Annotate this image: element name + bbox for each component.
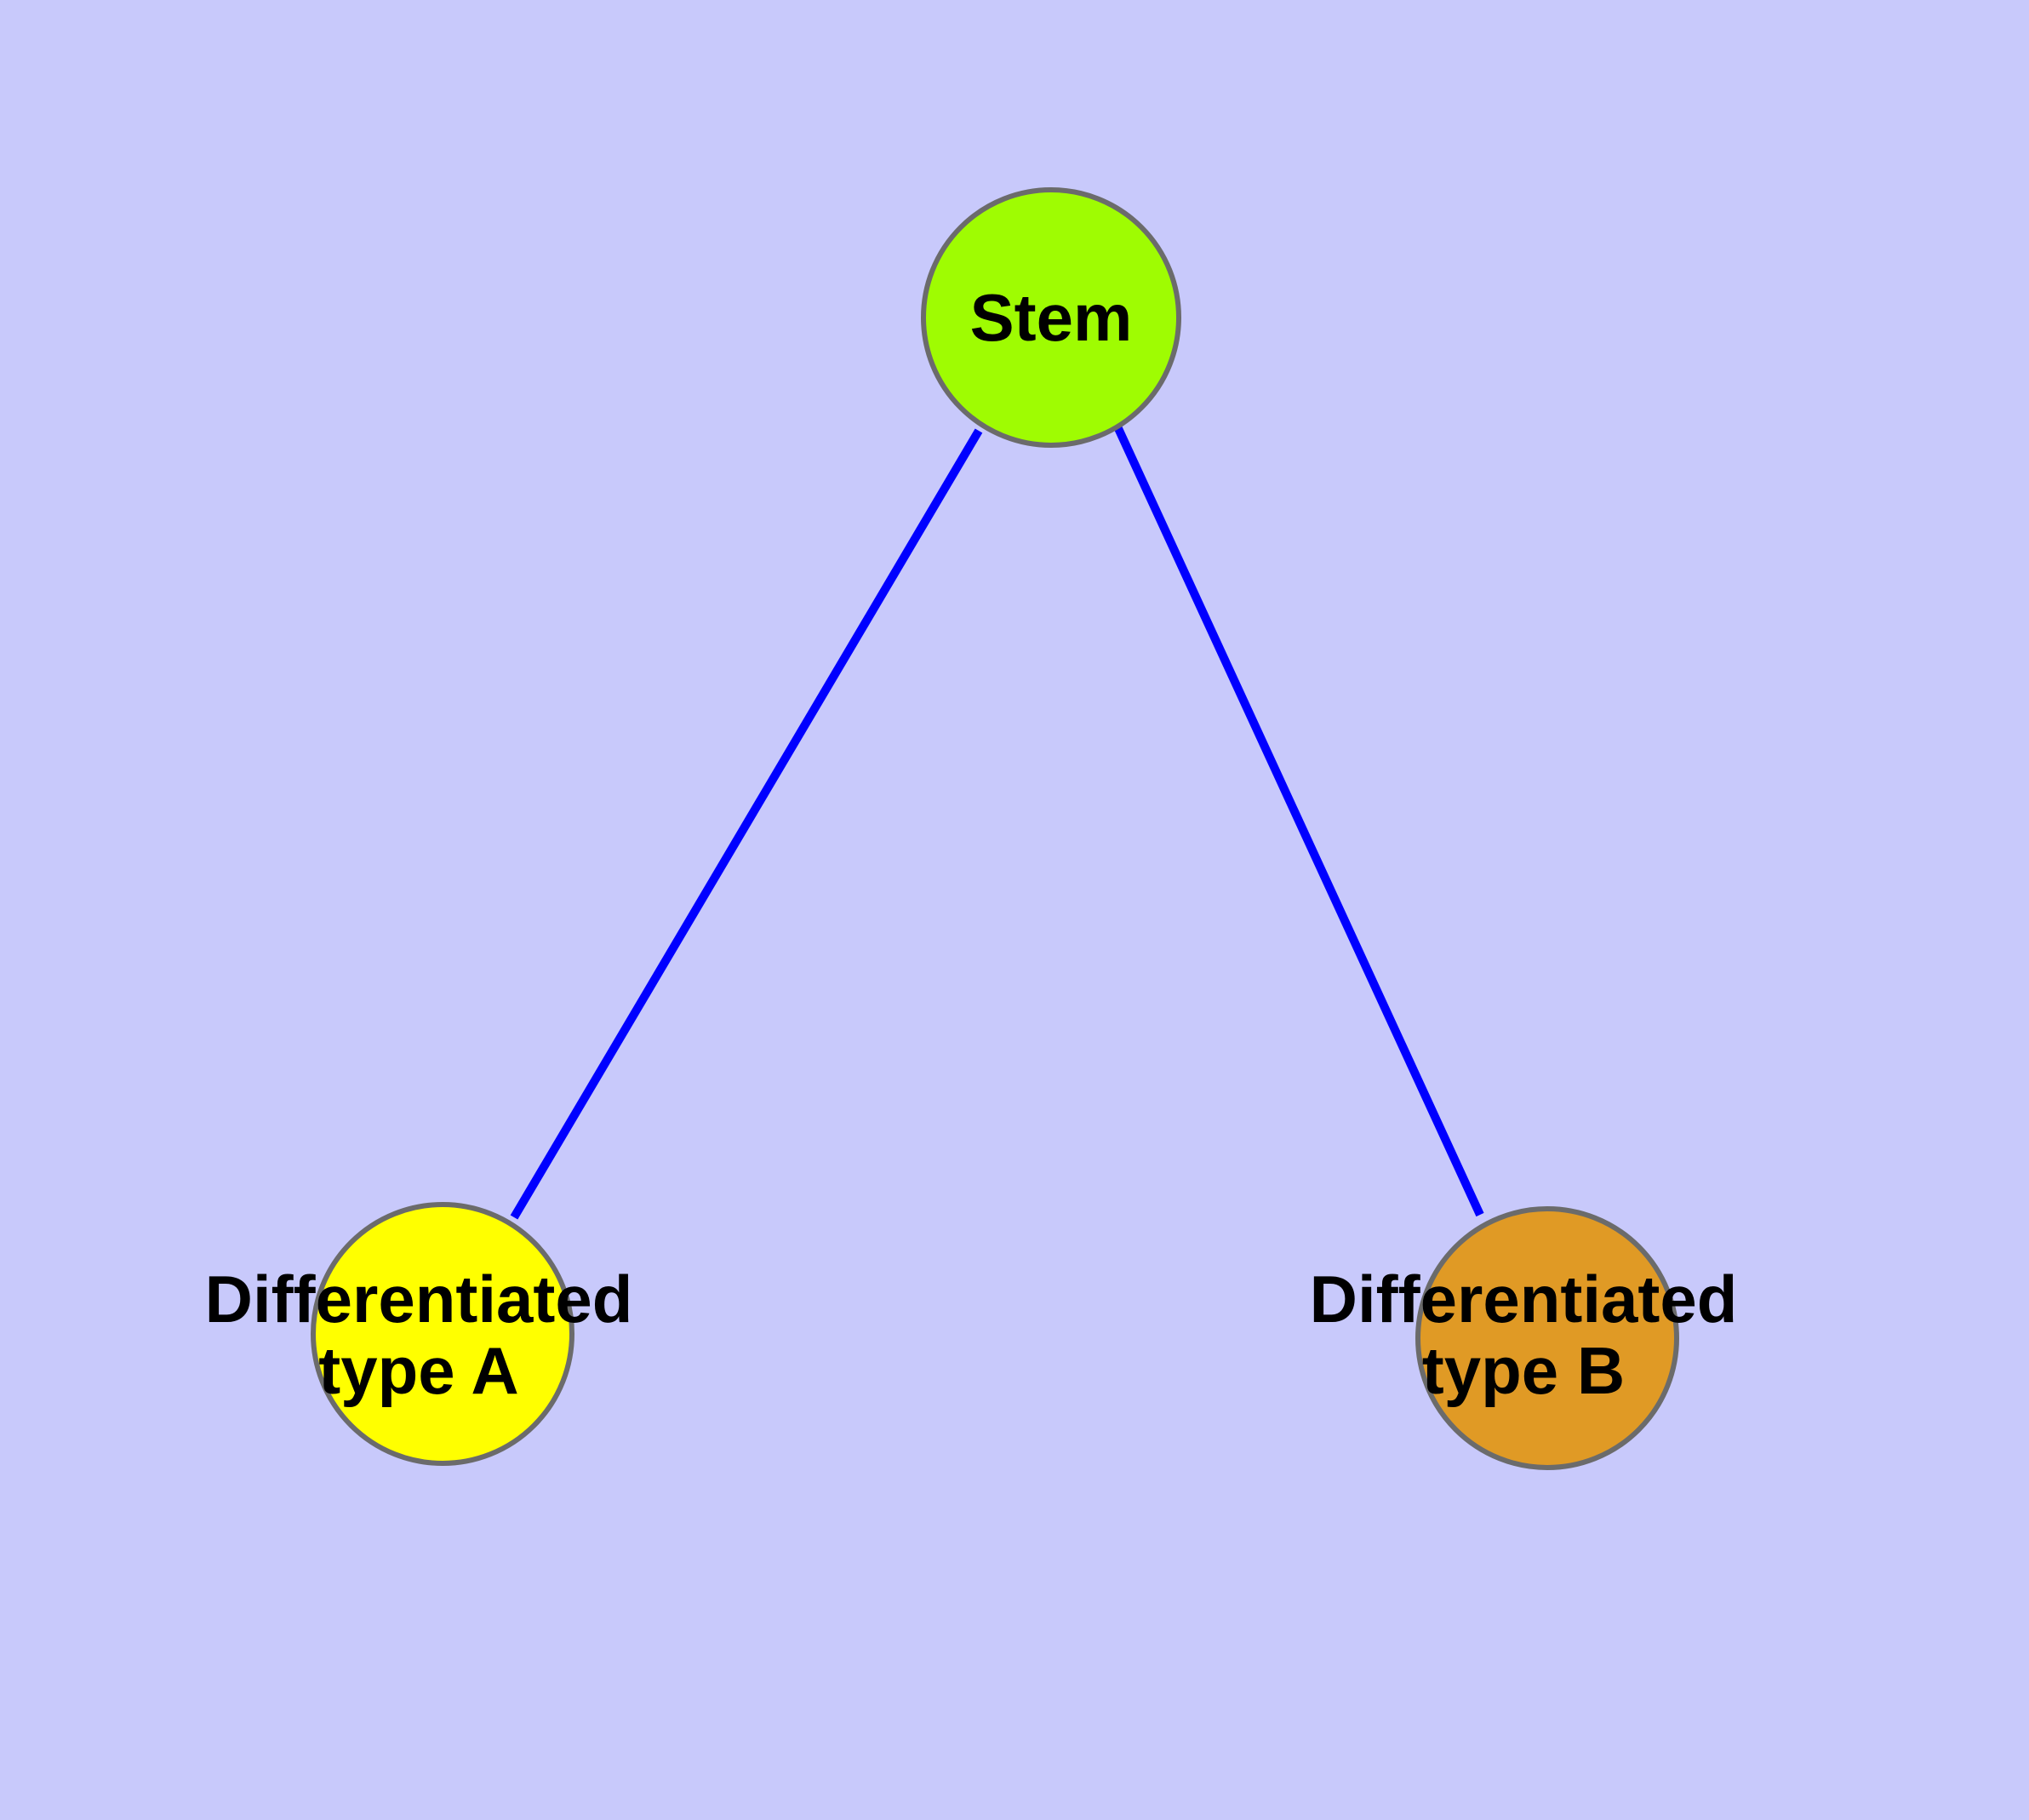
node-layer [311, 187, 1679, 1470]
graph-edge-stem-to-a [510, 428, 983, 1220]
graph-edge-stem-to-b [1112, 422, 1484, 1217]
graph-node-diff_a[interactable] [311, 1202, 574, 1466]
edge-layer [510, 422, 1484, 1220]
graph-node-diff_b[interactable] [1415, 1206, 1679, 1470]
graph-node-stem[interactable] [921, 187, 1181, 448]
